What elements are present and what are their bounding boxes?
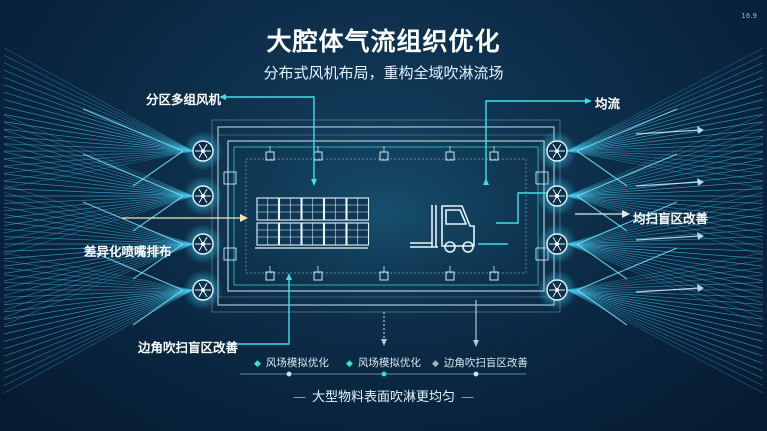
legend-label: 边角吹扫盲区改善: [443, 357, 528, 369]
fan-icon: [183, 176, 223, 216]
pallet-stack-icon: [255, 197, 370, 249]
label-dead-zone-right: 均扫盲区改善: [633, 211, 709, 226]
annotation-arrowheads: [219, 94, 592, 280]
label-nozzle-layout: 差异化喷嘴排布: [84, 244, 172, 259]
label-zone-fans: 分区多组风机: [146, 92, 222, 107]
legend-label: 风场模拟优化: [357, 357, 421, 369]
fan-icon: [183, 270, 223, 310]
legend-item: ◆ 风场模拟优化: [254, 355, 329, 370]
side-flow-arrowheads: [240, 210, 630, 347]
legend-track: [240, 371, 526, 377]
side-flow-arrows: [122, 213, 625, 343]
fan-icon: [537, 270, 577, 310]
ceiling-vents: [223, 146, 549, 281]
vent-icon: [379, 266, 389, 281]
legend-item: ◆ 边角吹扫盲区改善: [432, 355, 528, 370]
fan-array: [183, 131, 577, 310]
label-corner-dead-zone: 边角吹扫盲区改善: [138, 340, 239, 355]
vent-icon: [445, 266, 455, 281]
fan-icon: [537, 176, 577, 216]
page-subtitle: 分布式风机布局，重构全域吹淋流场: [263, 64, 504, 82]
airflow-streams-right: [566, 47, 764, 394]
page-title: 大腔体气流组织优化: [266, 27, 501, 56]
airflow-streams-left: [3, 47, 194, 394]
vent-icon: [489, 266, 499, 281]
forklift-icon: [410, 205, 475, 253]
vent-icon: [265, 266, 275, 281]
legend-label: 风场模拟优化: [265, 357, 329, 369]
bottom-caption: —大型物料表面吹淋更均匀—: [292, 390, 474, 405]
diamond-icon: ◆: [254, 359, 261, 369]
vent-icon: [379, 146, 389, 161]
page-tag: 16.9: [741, 12, 757, 20]
fan-icon: [183, 131, 223, 171]
fan-icon: [537, 224, 577, 264]
vent-icon: [265, 146, 275, 161]
diamond-icon: ◆: [432, 359, 439, 369]
fan-icon: [537, 131, 577, 171]
label-uniform-flow: 均流: [595, 96, 621, 111]
legend-item: ◆ 风场模拟优化: [346, 355, 421, 370]
vent-icon: [445, 146, 455, 161]
annotation-arrows: [223, 96, 588, 345]
diamond-icon: ◆: [346, 359, 353, 369]
fan-icon: [183, 224, 223, 264]
chamber-frame: [211, 119, 561, 313]
bottom-caption-text: 大型物料表面吹淋更均匀: [311, 390, 455, 405]
vent-icon: [489, 146, 499, 161]
vent-icon: [313, 266, 323, 281]
